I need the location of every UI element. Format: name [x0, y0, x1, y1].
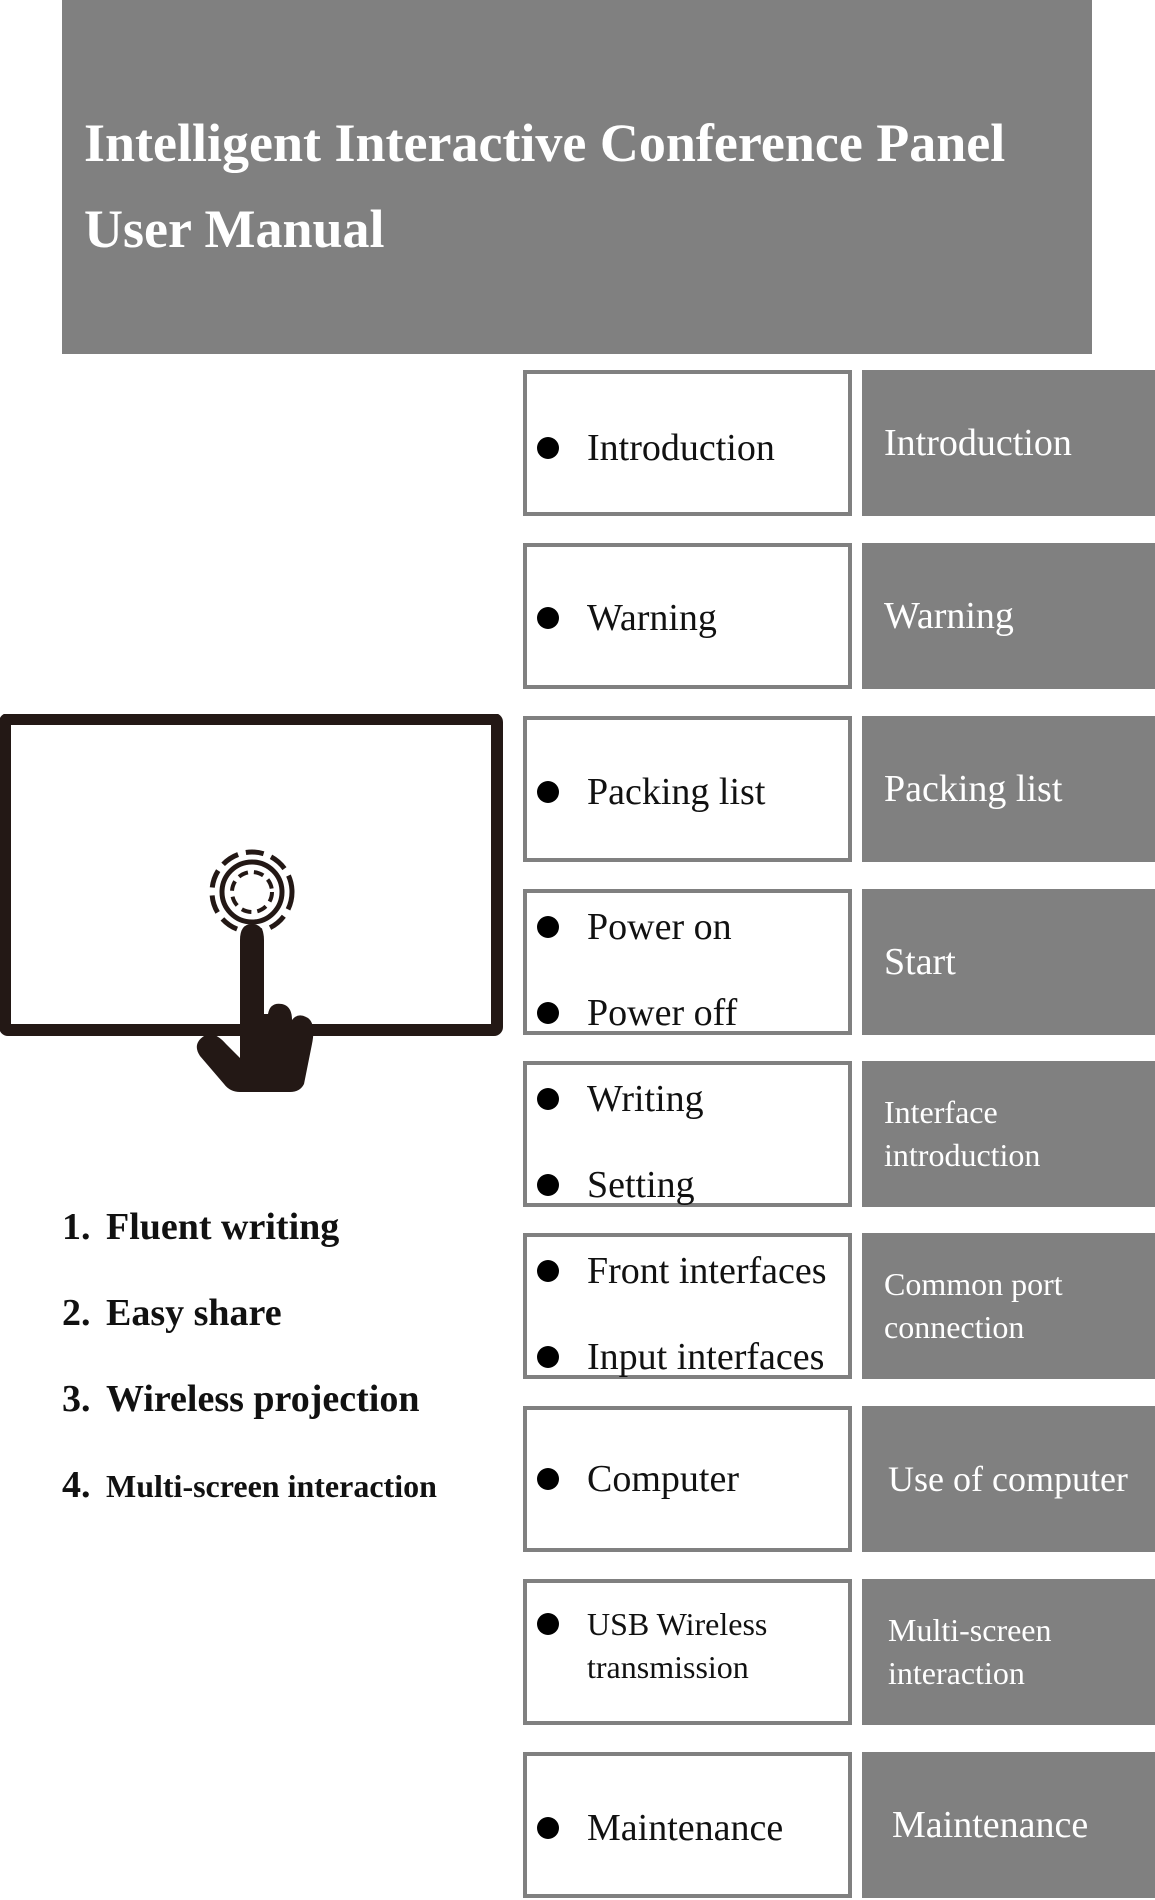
toc-item: USB Wireless transmission: [537, 1603, 787, 1689]
toc-section-box: Common port connection: [862, 1233, 1155, 1379]
title-line-1: Intelligent Interactive Conference Panel: [84, 113, 1006, 173]
bullet-icon: [537, 1002, 559, 1024]
feature-number: 2.: [62, 1292, 91, 1334]
toc-items-box: Warning: [523, 543, 852, 689]
toc-item-label: USB Wireless transmission: [587, 1606, 768, 1685]
toc-item-label: Setting: [587, 1164, 695, 1206]
toc-item-label: Introduction: [587, 427, 775, 469]
toc-item: Power off: [537, 983, 737, 1043]
bullet-icon: [537, 607, 559, 629]
toc-item-label: Warning: [587, 597, 717, 639]
toc-row-start: Power on Power off Start: [0, 889, 1155, 1035]
toc-item-label: Front interfaces: [587, 1250, 827, 1292]
bullet-icon: [537, 1346, 559, 1368]
toc-item: Power on: [537, 897, 732, 957]
feature-number: 3.: [62, 1378, 91, 1420]
toc-items-box: USB Wireless transmission: [523, 1579, 852, 1725]
feature-item: 2. Easy share: [62, 1291, 282, 1335]
feature-label: Multi-screen interaction: [106, 1468, 437, 1504]
title-line-2: User Manual: [84, 199, 385, 259]
toc-section-box: Use of computer: [862, 1406, 1155, 1552]
toc-section-box: Maintenance: [862, 1752, 1155, 1898]
toc-item: Packing list: [537, 762, 765, 822]
toc-item: Writing: [537, 1069, 704, 1129]
feature-number: 1.: [62, 1206, 91, 1248]
toc-section-box: Introduction: [862, 370, 1155, 516]
toc-item: Introduction: [537, 418, 775, 478]
toc-items-box: Front interfaces Input interfaces: [523, 1233, 852, 1379]
toc-row-common-port-connection: Front interfaces Input interfaces Common…: [0, 1233, 1155, 1379]
toc-section-box: Multi-screen interaction: [862, 1579, 1155, 1725]
toc-items-box: Introduction: [523, 370, 852, 516]
toc-section-label: Common port connection: [884, 1266, 1063, 1345]
toc-item: Maintenance: [537, 1798, 783, 1858]
toc-section-box: Warning: [862, 543, 1155, 689]
toc-row-warning: Warning Warning: [0, 543, 1155, 689]
bullet-icon: [537, 916, 559, 938]
toc-row-packing-list: Packing list Packing list: [0, 716, 1155, 862]
bullet-icon: [537, 1174, 559, 1196]
toc-section-label: Maintenance: [892, 1804, 1089, 1846]
feature-item: 4. Multi-screen interaction: [62, 1463, 437, 1507]
bullet-icon: [537, 1613, 559, 1635]
bullet-icon: [537, 1468, 559, 1490]
toc-item-label: Power off: [587, 992, 738, 1034]
feature-number: 4.: [62, 1464, 91, 1506]
toc-section-label: Use of computer: [888, 1459, 1128, 1499]
feature-label: Fluent writing: [106, 1206, 340, 1248]
feature-label: Easy share: [106, 1292, 282, 1334]
toc-item: Input interfaces: [537, 1327, 824, 1387]
toc-item-label: Input interfaces: [587, 1336, 825, 1378]
toc-section-label: Interface introduction: [884, 1094, 1041, 1173]
feature-label: Wireless projection: [106, 1378, 420, 1420]
toc-item-label: Power on: [587, 906, 732, 948]
toc-items-box: Writing Setting: [523, 1061, 852, 1207]
toc-item: Setting: [537, 1155, 695, 1215]
title-banner: Intelligent Interactive Conference Panel…: [62, 0, 1092, 354]
toc-row-maintenance: Maintenance Maintenance: [0, 1752, 1155, 1898]
toc-items-box: Maintenance: [523, 1752, 852, 1898]
bullet-icon: [537, 1088, 559, 1110]
bullet-icon: [537, 1817, 559, 1839]
bullet-icon: [537, 781, 559, 803]
toc-row-use-of-computer: Computer Use of computer: [0, 1406, 1155, 1552]
toc-row-multi-screen-interaction: USB Wireless transmission Multi-screen i…: [0, 1579, 1155, 1725]
toc-section-label: Introduction: [884, 422, 1072, 464]
toc-item-label: Computer: [587, 1458, 739, 1500]
toc-section-box: Start: [862, 889, 1155, 1035]
toc-item-label: Packing list: [587, 771, 766, 813]
toc-section-label: Start: [884, 941, 956, 983]
feature-item: 1. Fluent writing: [62, 1205, 339, 1249]
toc-row-interface-introduction: Writing Setting Interface introduction: [0, 1061, 1155, 1207]
bullet-icon: [537, 437, 559, 459]
toc-section-label: Packing list: [884, 768, 1063, 810]
toc-section-label: Multi-screen interaction: [888, 1612, 1052, 1691]
bullet-icon: [537, 1260, 559, 1282]
toc-items-box: Packing list: [523, 716, 852, 862]
toc-items-box: Computer: [523, 1406, 852, 1552]
toc-item-label: Maintenance: [587, 1807, 784, 1849]
toc-item: Computer: [537, 1449, 739, 1509]
toc-item-label: Writing: [587, 1078, 704, 1120]
toc-row-introduction: Introduction Introduction: [0, 370, 1155, 516]
toc-item: Warning: [537, 588, 717, 648]
toc-section-label: Warning: [884, 595, 1014, 637]
touch-panel-icon: [0, 714, 503, 1092]
toc-section-box: Interface introduction: [862, 1061, 1155, 1207]
toc-section-box: Packing list: [862, 716, 1155, 862]
toc-items-box: Power on Power off: [523, 889, 852, 1035]
feature-item: 3. Wireless projection: [62, 1377, 419, 1421]
toc-item: Front interfaces: [537, 1241, 827, 1301]
